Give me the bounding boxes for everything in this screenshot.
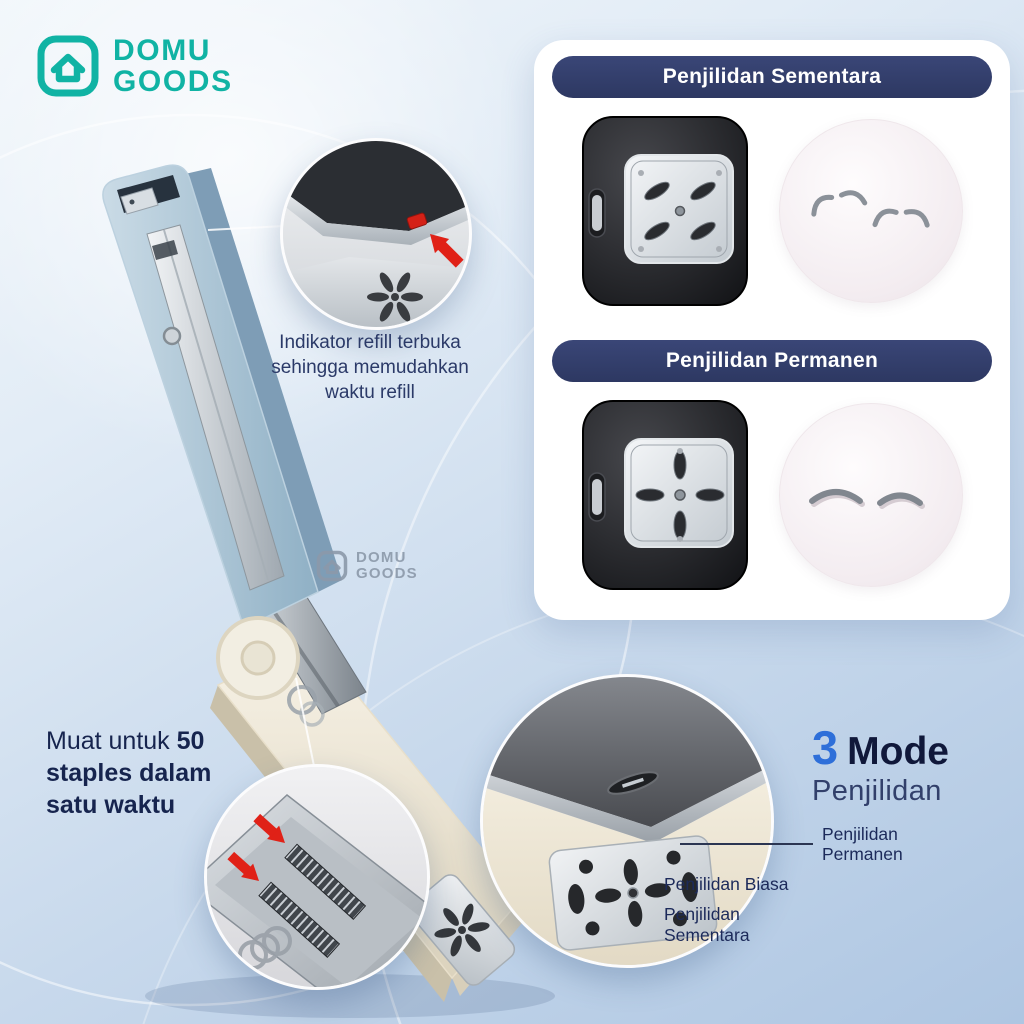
temporary-row	[534, 98, 1010, 324]
binding-section-header-permanent: Penjilidan Permanen	[552, 340, 992, 382]
mode-count: 3	[812, 721, 839, 774]
mode-label: Penjilidan Sementara	[664, 904, 750, 945]
mode-plate	[548, 835, 718, 951]
capacity-callout-text: Muat untuk 50 staples dalam satu waktu	[46, 726, 244, 821]
logo-house-icon	[37, 35, 99, 97]
mode-label: Penjilidan Permanen	[822, 824, 903, 865]
brand-name-line1: DOMU	[113, 33, 212, 67]
staple-slot-flower	[367, 272, 423, 322]
red-arrow-icon	[253, 813, 285, 843]
watermark-line1: DOMU	[356, 549, 407, 567]
binding-card: Penjilidan Sementara	[534, 40, 1010, 620]
permanent-row	[534, 382, 1010, 608]
capacity-bold-text: 50 staples dalam satu waktu	[46, 727, 212, 819]
loading-inset-photo	[204, 764, 430, 990]
staple-exit-slot	[607, 771, 659, 795]
bent-staple-icon	[811, 190, 930, 228]
mode-item-sementara: Penjilidan Sementara	[655, 904, 1015, 944]
leader-line	[680, 843, 813, 846]
red-arrow-icon	[430, 234, 464, 268]
staple-strip	[258, 881, 341, 958]
capacity-normal-text: Muat untuk	[46, 727, 177, 755]
brand-name-line2: GOODS	[113, 65, 233, 98]
refill-callout-text: Indikator refill terbuka sehingga memuda…	[271, 332, 469, 404]
mode-item-permanen: Penjilidan Permanen	[655, 824, 1015, 864]
temporary-plate-photo	[582, 116, 748, 306]
red-arrow-icon	[227, 851, 259, 881]
watermark-line2: GOODS	[356, 565, 418, 582]
plate-inset-photo	[480, 674, 774, 968]
mode-label: Penjilidan Biasa	[664, 874, 789, 895]
watermark-logo: DOMU GOODS	[316, 550, 418, 582]
brand-name: DOMU GOODS	[113, 33, 233, 98]
refill-indicator-window	[406, 212, 428, 230]
modes-block: 3 Mode Penjilidan Penjilidan Permanen Pe…	[655, 720, 1015, 955]
base-plate	[408, 874, 516, 986]
binding-section-header-temporary: Penjilidan Sementara	[552, 56, 992, 98]
staple-strip	[284, 843, 367, 920]
watermark-house-icon	[316, 550, 348, 582]
refill-inset-photo	[280, 138, 472, 330]
permanent-plate-photo	[582, 400, 748, 590]
brand-logo: DOMU GOODS	[36, 34, 233, 98]
watermark-name: DOMU GOODS	[356, 550, 418, 582]
temporary-result-photo	[779, 119, 963, 303]
permanent-result-photo	[779, 403, 963, 587]
mode-word: Mode	[847, 730, 949, 773]
modes-subtitle: Penjilidan	[812, 775, 942, 807]
flat-staple-icon	[809, 489, 925, 509]
modes-title: 3 Mode	[812, 720, 1015, 775]
mode-item-biasa: Penjilidan Biasa	[655, 874, 1015, 894]
